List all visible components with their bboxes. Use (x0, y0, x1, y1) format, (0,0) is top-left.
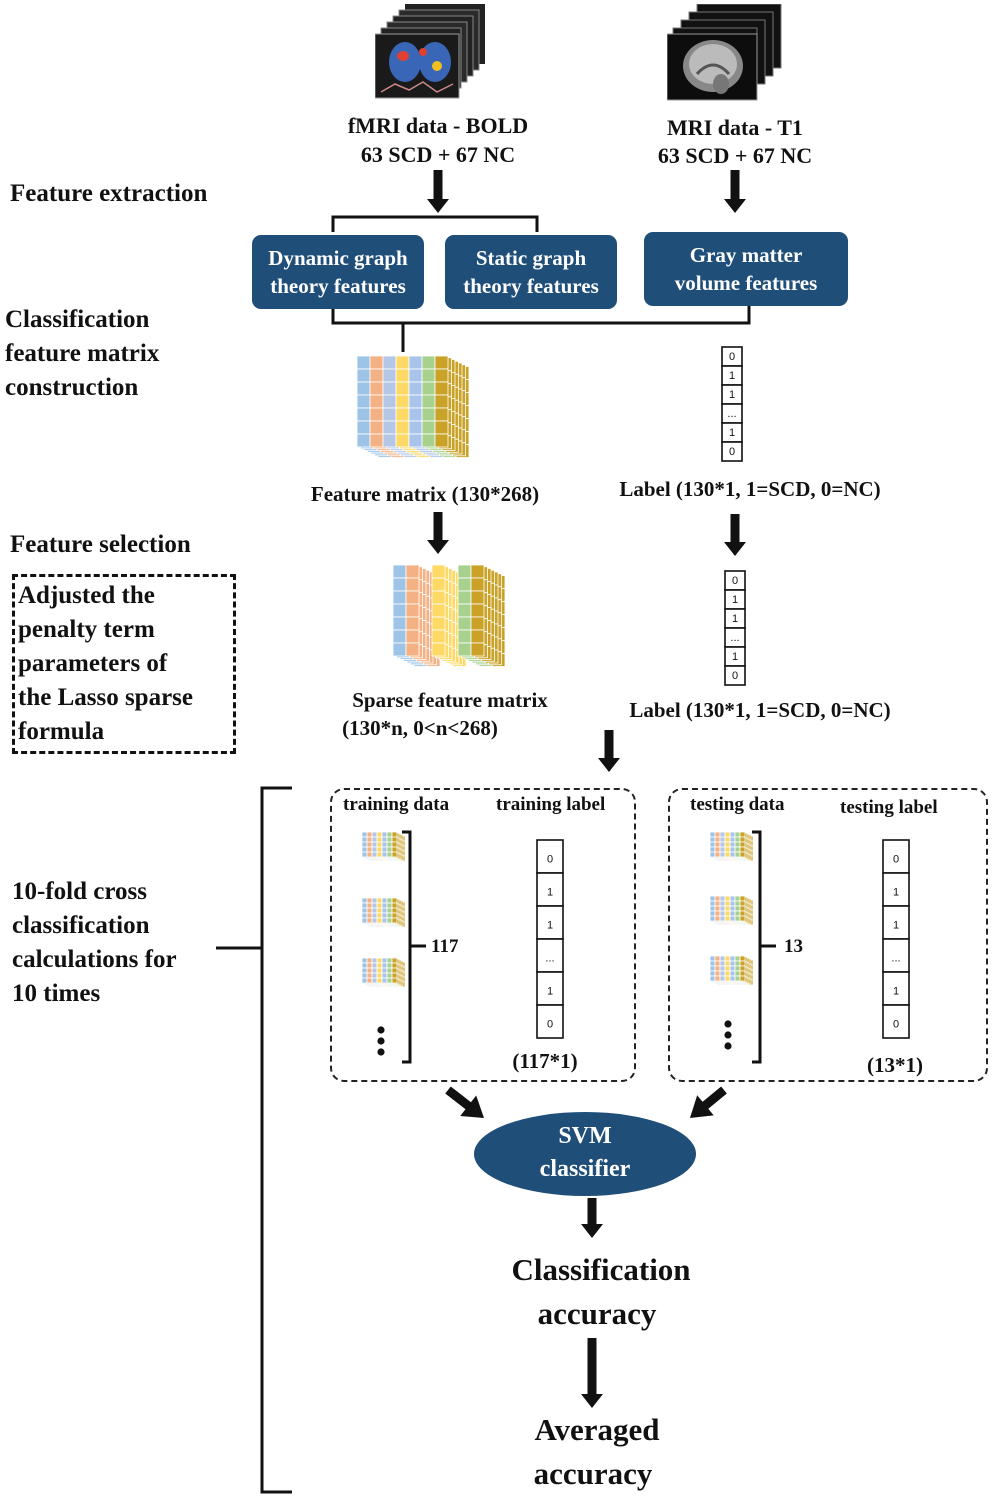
training-label-vector-cell-0: 0 (547, 853, 553, 865)
testing-label-vector-cell-4: 1 (893, 985, 899, 997)
testing-label-title: testing label (840, 797, 938, 818)
training-count: 117 (431, 936, 459, 957)
fmri-title: fMRI data - BOLD (347, 113, 529, 138)
training-label-title: training label (496, 794, 606, 815)
label-vector-1-cell-4: 1 (729, 427, 735, 439)
classification-accuracy-line-1: Classification (511, 1252, 691, 1287)
sparse-feature-matrix-graphic (392, 564, 506, 667)
training-sample-stack-1 (361, 831, 406, 862)
training-label-vector: 0 1 1... 1 0 (536, 839, 564, 1039)
label-caption-2: Label (130*1, 1=SCD, 0=NC) (629, 698, 891, 722)
label-vector-1-cell-2: 1 (729, 389, 735, 401)
training-label-vector-cell-2: 1 (547, 919, 553, 931)
cv-line-1: 10-fold cross (12, 878, 147, 905)
label-vector-2-cell-1: 1 (732, 594, 738, 606)
testing-label-vector-cell-3: ... (891, 952, 900, 964)
label-vector-2-cell-3: ... (730, 632, 739, 644)
lasso-note-line-2: penalty term (18, 616, 155, 643)
label-vector-1-cell-5: 0 (729, 446, 735, 458)
stage-classification-line-1: Classification (5, 306, 150, 333)
label-vector-1: 0 1 1... 1 0 (721, 346, 743, 462)
testing-panel (668, 788, 988, 1082)
arrow-training-to-svm (445, 1086, 484, 1118)
sparse-matrix-caption-1: Sparse feature matrix (352, 688, 548, 712)
training-sample-stack-2 (361, 897, 406, 928)
arrow-testing-to-svm (690, 1086, 727, 1118)
arrow-feature-matrix-down (427, 512, 449, 554)
training-label-size: (117*1) (512, 1049, 578, 1073)
fmri-image-stack (375, 4, 485, 99)
lasso-note-line-3: parameters of (18, 650, 168, 677)
arrow-label-down (724, 514, 746, 556)
testing-data-title: testing data (690, 794, 785, 815)
label-vector-1-cell-3: ... (727, 408, 736, 420)
stage-classification-line-3: construction (5, 374, 139, 401)
label-vector-2-cell-0: 0 (732, 575, 738, 587)
static-graph-features-box: Static graph theory features (445, 235, 617, 309)
testing-label-vector-cell-1: 1 (893, 886, 899, 898)
label-vector-2: 0 1 1... 1 0 (724, 570, 746, 686)
testing-more-dots (724, 1020, 732, 1050)
arrow-mri-down (724, 170, 746, 213)
lasso-note-line-5: formula (18, 718, 105, 745)
averaged-accuracy-line-1: Averaged (534, 1412, 660, 1447)
svm-line-1: SVM (558, 1123, 612, 1149)
lasso-note-box (12, 574, 236, 754)
arrow-svm-to-accuracy (581, 1198, 603, 1238)
label-vector-1-cell-1: 1 (729, 370, 735, 382)
testing-label-vector: 0 1 1... 1 0 (882, 839, 910, 1039)
feature-matrix-caption: Feature matrix (130*268) (310, 482, 540, 506)
dynamic-graph-features-box: Dynamic graph theory features (252, 235, 424, 309)
testing-sample-stack-3 (709, 955, 754, 986)
training-label-vector-cell-4: 1 (547, 985, 553, 997)
testing-label-vector-cell-2: 1 (893, 919, 899, 931)
training-more-dots (377, 1026, 385, 1056)
lasso-note-line-4: the Lasso sparse (18, 684, 194, 711)
cv-line-2: classification (12, 912, 150, 939)
svm-classifier-node (474, 1112, 696, 1196)
training-sample-stack-3 (361, 957, 406, 988)
mri-title: MRI data - T1 (667, 115, 803, 140)
gray-matter-features-box: Gray matter volume features (644, 232, 848, 306)
training-label-vector-cell-5: 0 (547, 1018, 553, 1030)
testing-sample-stack-2 (709, 895, 754, 926)
testing-sample-stack-1 (709, 831, 754, 862)
label-vector-1-cell-0: 0 (729, 351, 735, 363)
cv-line-3: calculations for (12, 946, 177, 973)
training-label-vector-cell-1: 1 (547, 886, 553, 898)
label-caption-1: Label (130*1, 1=SCD, 0=NC) (619, 477, 881, 501)
testing-count: 13 (784, 936, 803, 957)
stage-classification-line-2: feature matrix (5, 340, 160, 367)
svm-line-2: classifier (539, 1156, 631, 1182)
label-vector-2-cell-4: 1 (732, 651, 738, 663)
mri-image-stack (667, 4, 782, 101)
testing-label-vector-cell-0: 0 (893, 853, 899, 865)
arrow-accuracy-to-average (581, 1338, 603, 1408)
arrow-fmri-down (427, 170, 449, 213)
lasso-note-line-1: Adjusted the (18, 582, 155, 609)
classification-accuracy-line-2: accuracy (537, 1296, 657, 1331)
sparse-matrix-caption-2: (130*n, 0<n<268) (342, 716, 498, 740)
mri-count: 63 SCD + 67 NC (657, 143, 813, 168)
cv-line-4: 10 times (12, 980, 101, 1007)
arrow-to-cv (598, 730, 620, 772)
testing-label-vector-cell-5: 0 (893, 1018, 899, 1030)
label-vector-2-cell-5: 0 (732, 670, 738, 682)
stage-feature-extraction: Feature extraction (10, 180, 208, 207)
averaged-accuracy-line-2: accuracy (533, 1456, 653, 1491)
fmri-count: 63 SCD + 67 NC (360, 142, 516, 167)
label-vector-2-cell-2: 1 (732, 613, 738, 625)
feature-matrix-graphic (356, 355, 470, 458)
training-panel (330, 788, 636, 1082)
testing-label-size: (13*1) (867, 1053, 923, 1077)
stage-feature-selection: Feature selection (10, 531, 191, 558)
training-data-title: training data (343, 794, 450, 815)
training-label-vector-cell-3: ... (545, 952, 554, 964)
